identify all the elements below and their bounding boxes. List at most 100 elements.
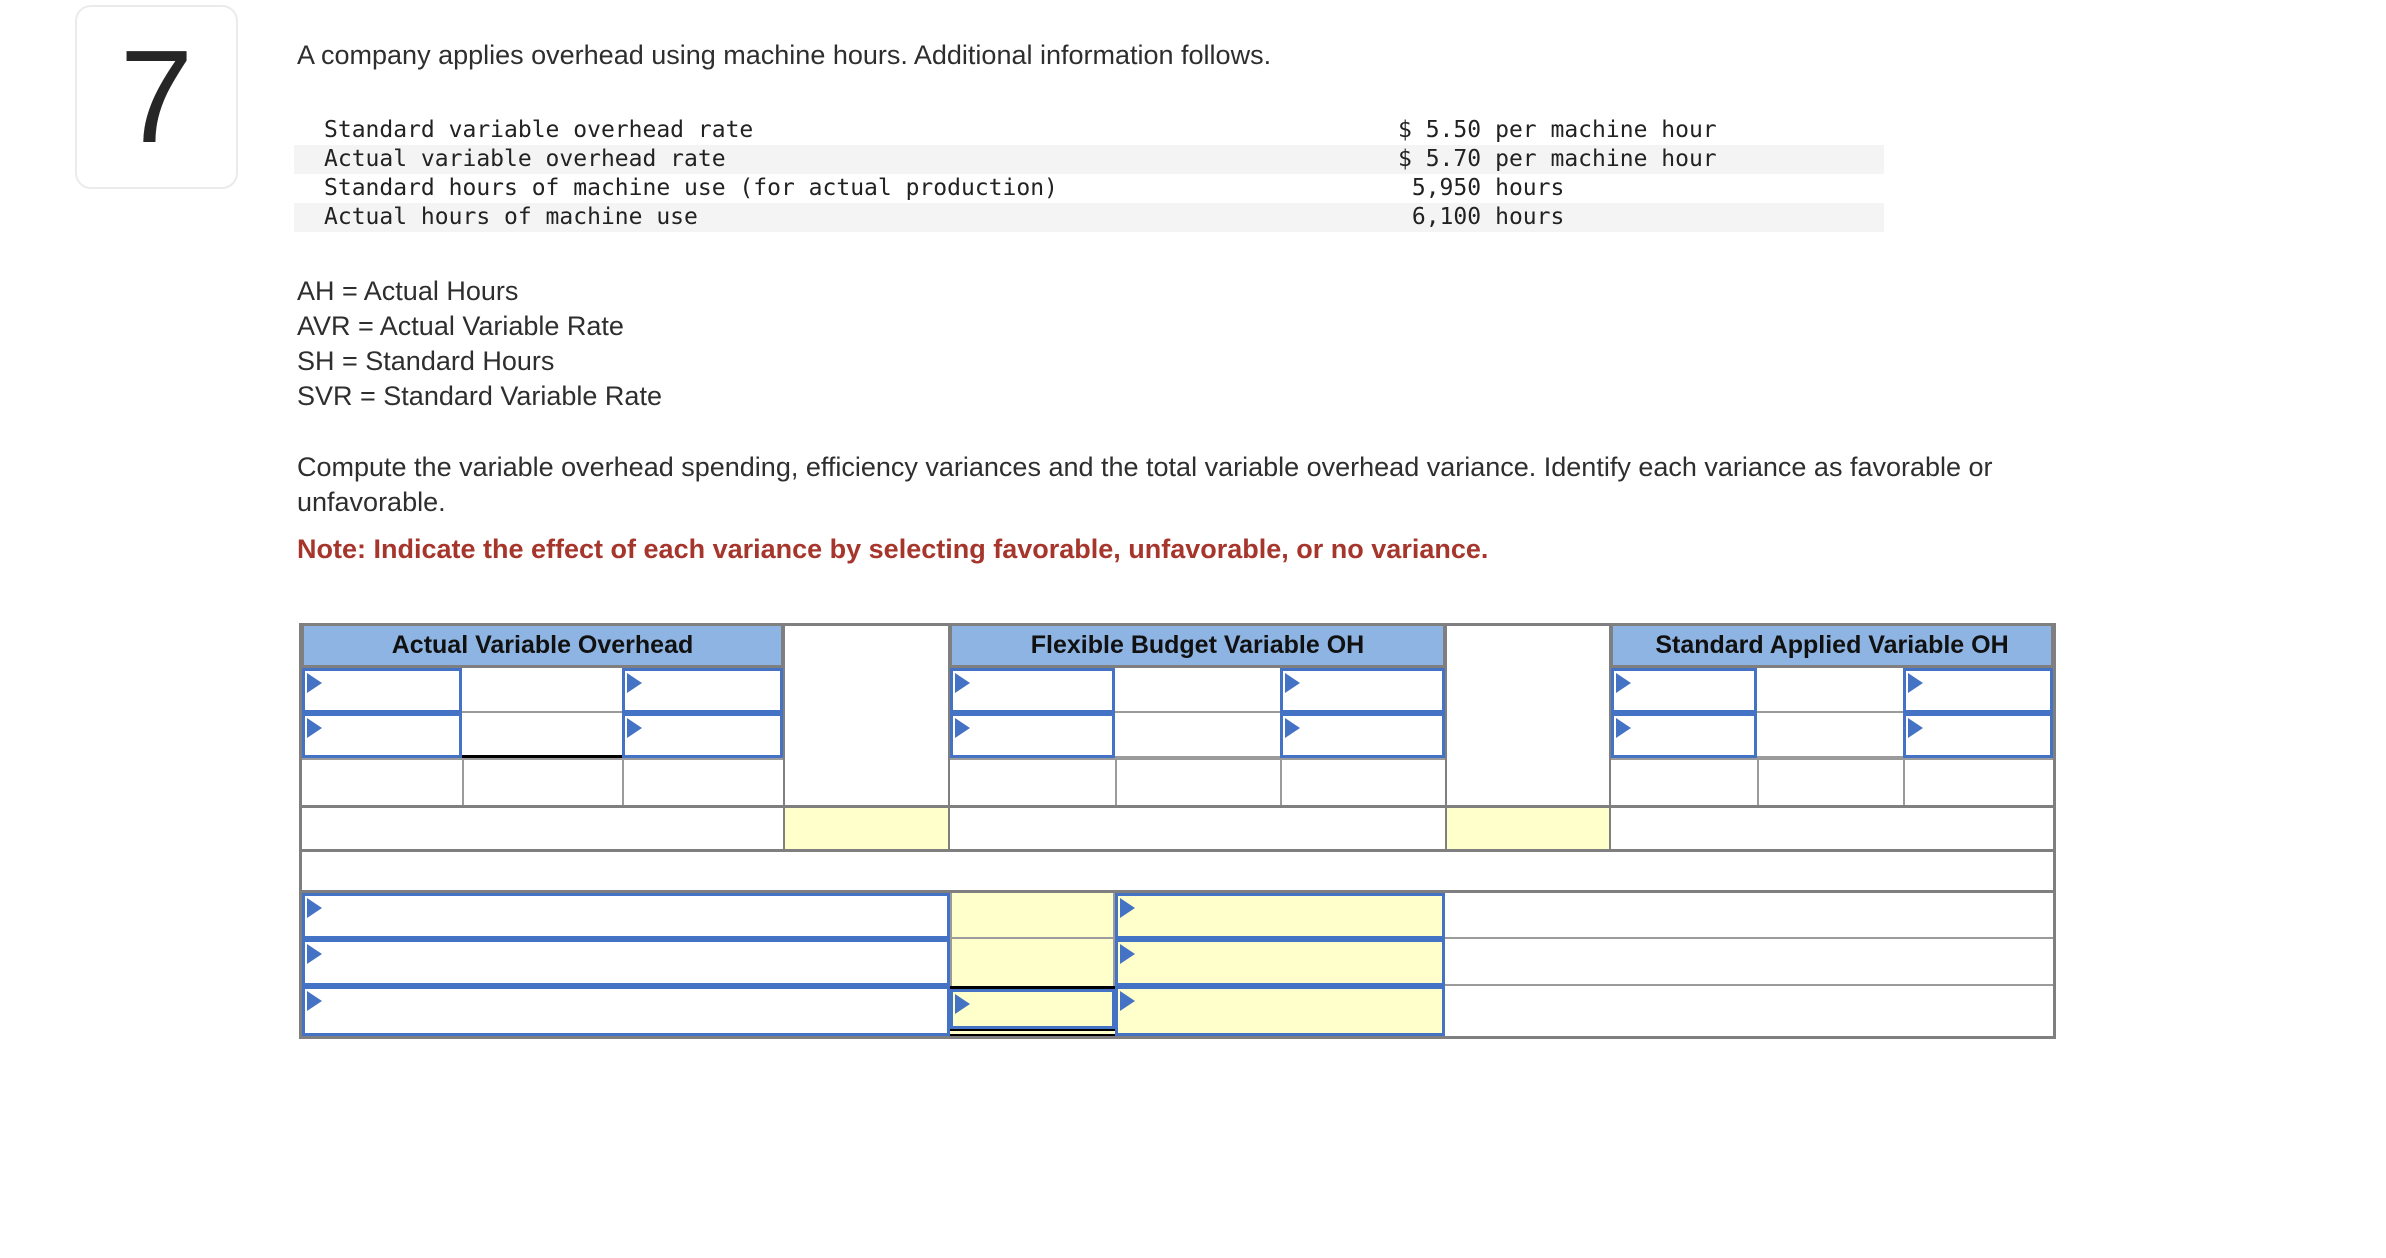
input-cell[interactable]	[1280, 668, 1445, 713]
input-cell[interactable]	[302, 939, 950, 986]
input-cell[interactable]	[302, 668, 462, 713]
input-box[interactable]	[302, 893, 950, 939]
result-cell	[622, 758, 783, 805]
input-box[interactable]	[1115, 986, 1445, 1036]
variance-worksheet-table: Actual Variable Overhead Flexible Budget…	[299, 623, 2056, 1039]
operator-cell	[1757, 668, 1903, 713]
input-box[interactable]	[302, 713, 462, 758]
result-cell	[1611, 758, 1757, 805]
input-box[interactable]	[1280, 668, 1445, 713]
info-label: Actual variable overhead rate	[324, 146, 726, 172]
empty-cell	[1445, 939, 2053, 986]
input-cell[interactable]	[1115, 893, 1445, 939]
input-cell[interactable]	[1611, 668, 1757, 713]
input-marker-icon	[1285, 673, 1300, 693]
input-box[interactable]	[302, 668, 462, 713]
input-cell[interactable]	[302, 893, 950, 939]
abbreviation: AH = Actual Hours	[297, 276, 519, 306]
input-marker-icon	[955, 994, 970, 1014]
input-cell[interactable]	[1611, 713, 1757, 758]
result-cell	[302, 758, 462, 805]
operator-cell	[1115, 713, 1280, 758]
input-box[interactable]	[302, 986, 950, 1036]
input-marker-icon	[307, 718, 322, 738]
question-number: 7	[119, 23, 194, 170]
input-box[interactable]	[622, 713, 783, 758]
input-marker-icon	[1120, 991, 1135, 1011]
input-marker-icon	[1616, 673, 1631, 693]
input-cell[interactable]	[622, 668, 783, 713]
spacer-row-cell	[302, 805, 783, 849]
empty-cell	[1445, 893, 2053, 939]
info-label: Standard variable overhead rate	[324, 117, 754, 143]
input-marker-icon	[955, 673, 970, 693]
input-marker-icon	[627, 718, 642, 738]
input-box[interactable]	[950, 989, 1115, 1029]
input-marker-icon	[1908, 718, 1923, 738]
highlight-cell	[950, 893, 1115, 939]
input-marker-icon	[955, 718, 970, 738]
input-box[interactable]	[1903, 713, 2053, 758]
input-marker-icon	[1120, 898, 1135, 918]
input-marker-icon	[307, 898, 322, 918]
input-box[interactable]	[1115, 893, 1445, 939]
question-number-badge: 7	[75, 5, 238, 189]
input-box[interactable]	[622, 668, 783, 713]
highlight-cell	[783, 805, 950, 849]
operator-cell	[1115, 668, 1280, 713]
result-cell	[1280, 758, 1445, 805]
input-marker-icon	[307, 944, 322, 964]
input-cell[interactable]	[302, 986, 950, 1036]
input-box[interactable]	[1903, 668, 2053, 713]
input-cell[interactable]	[622, 713, 783, 758]
input-box[interactable]	[950, 713, 1115, 758]
note-text: Note: Indicate the effect of each varian…	[297, 534, 1489, 564]
input-cell[interactable]	[1903, 713, 2053, 758]
input-box[interactable]	[1280, 713, 1445, 758]
header-actual-variable-overhead: Actual Variable Overhead	[302, 626, 783, 668]
highlight-cell	[1445, 805, 1611, 849]
result-cell	[1115, 758, 1280, 805]
spacer-row-cell	[302, 849, 2053, 893]
result-cell	[1903, 758, 2053, 805]
spacer-row-cell	[1611, 805, 2053, 849]
input-marker-icon	[1616, 718, 1631, 738]
input-cell[interactable]	[302, 713, 462, 758]
spacer-row-cell	[950, 805, 1445, 849]
input-cell[interactable]	[950, 713, 1115, 758]
input-box[interactable]	[1115, 939, 1445, 986]
info-label: Actual hours of machine use	[324, 204, 698, 230]
input-box[interactable]	[1611, 668, 1757, 713]
input-cell[interactable]	[1115, 986, 1445, 1036]
abbreviation: SH = Standard Hours	[297, 346, 555, 376]
input-cell[interactable]	[1115, 939, 1445, 986]
input-marker-icon	[1908, 673, 1923, 693]
instructions-text: Compute the variable overhead spending, …	[297, 452, 1993, 517]
result-cell	[950, 758, 1115, 805]
instructions-block: Compute the variable overhead spending, …	[297, 450, 2107, 567]
input-box[interactable]	[950, 668, 1115, 713]
input-box[interactable]	[302, 939, 950, 986]
input-cell[interactable]	[1903, 668, 2053, 713]
abbreviation: AVR = Actual Variable Rate	[297, 311, 624, 341]
highlight-cell	[950, 939, 1115, 986]
result-cell	[462, 758, 622, 805]
input-cell[interactable]	[1280, 713, 1445, 758]
total-input-cell[interactable]	[950, 986, 1115, 1036]
info-label: Standard hours of machine use (for actua…	[324, 175, 1058, 201]
empty-cell	[1445, 986, 2053, 1036]
result-cell	[1757, 758, 1903, 805]
input-box[interactable]	[1611, 713, 1757, 758]
operator-cell	[1757, 713, 1903, 758]
input-cell[interactable]	[950, 668, 1115, 713]
spacer-column	[1445, 626, 1611, 805]
spacer-column	[783, 626, 950, 805]
operator-cell	[462, 668, 622, 713]
info-row: Standard hours of machine use (for actua…	[294, 174, 1884, 203]
abbreviation-list: AH = Actual Hours AVR = Actual Variable …	[297, 274, 662, 414]
